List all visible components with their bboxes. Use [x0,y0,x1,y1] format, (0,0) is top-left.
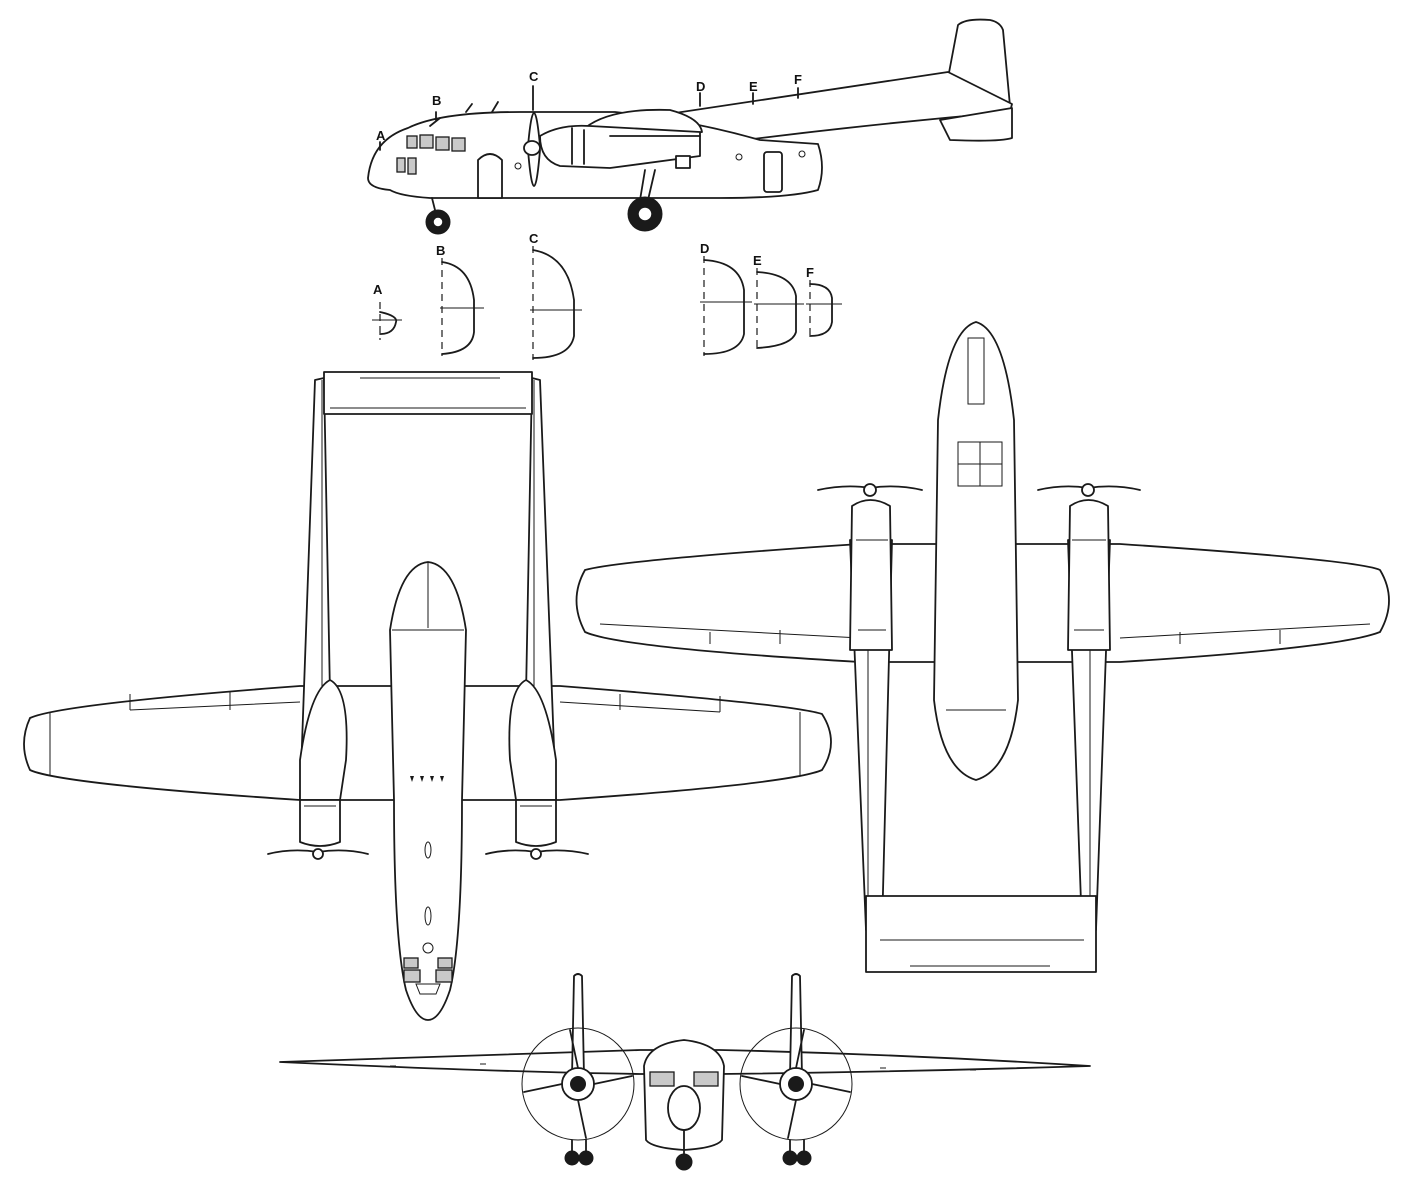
cross-sections: A B C D E F [372,231,842,360]
side-view: A B C D E F [367,18,1013,235]
section-a: A [372,282,402,340]
side-crew-door [477,153,503,199]
side-marker-c: C [529,69,539,84]
side-marker-d: D [696,79,705,94]
svg-text:D: D [700,241,709,256]
top-tailplane [865,895,1097,973]
front-left-engine [521,1027,635,1166]
section-e: E [753,253,804,350]
side-marker-a: A [376,128,386,143]
front-right-fin [789,973,803,1077]
top-right-nacelle [1067,499,1111,651]
svg-text:E: E [753,253,762,268]
section-f: F [806,265,842,340]
front-view [279,973,1091,1171]
section-d: D [700,241,752,356]
section-c: C [529,231,582,360]
section-b: B [436,243,484,356]
svg-text:A: A [373,282,383,297]
svg-text:F: F [806,265,814,280]
side-nacelle-panel [675,155,691,169]
front-right-engine [739,1027,853,1166]
side-cockpit-windows [396,134,466,175]
underside-fuselage [389,561,467,1021]
plan-view-underside [23,371,832,1021]
plan-view-top [575,321,1390,973]
side-landing-gear [425,169,663,235]
underside-tailplane [323,371,533,415]
side-marker-b: B [432,93,441,108]
side-marker-e: E [749,79,758,94]
top-fuselage [933,321,1019,781]
underside-cockpit-glazing [403,957,453,995]
side-propeller [523,112,541,187]
side-marker-f: F [794,72,802,87]
side-horizontal-tail [939,107,1013,142]
front-left-fin [571,973,585,1077]
side-rear-door [763,151,783,193]
svg-text:B: B [436,243,445,258]
svg-text:C: C [529,231,539,246]
top-left-nacelle [849,499,893,651]
